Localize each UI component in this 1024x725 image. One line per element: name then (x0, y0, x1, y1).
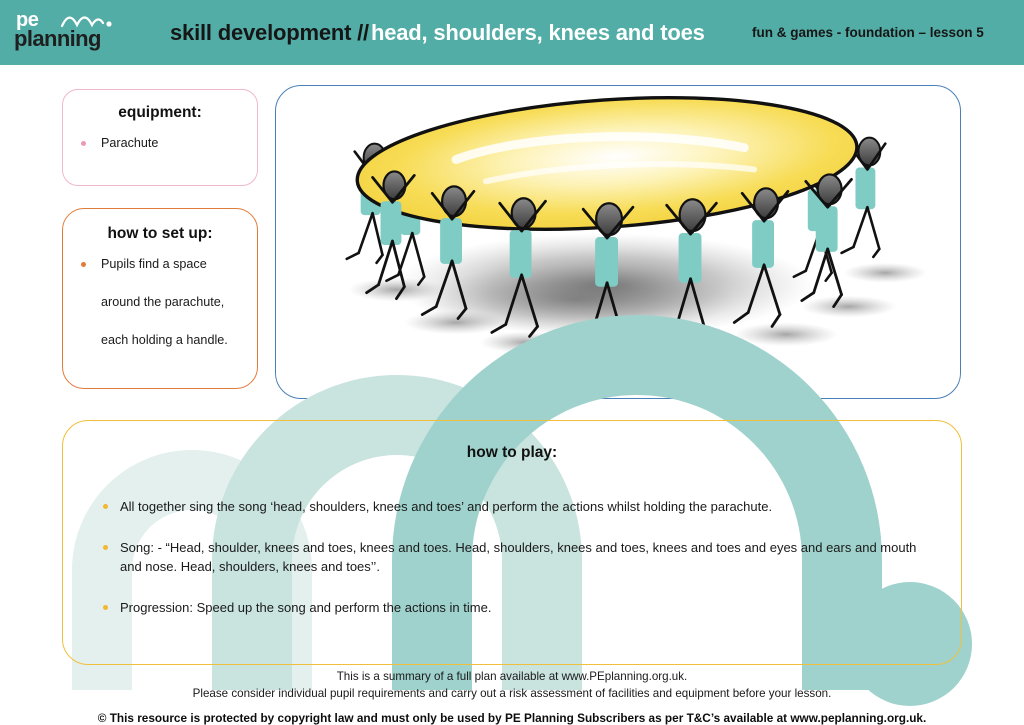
bullet-icon (103, 544, 108, 550)
wave-squiggle-icon (60, 16, 112, 28)
lesson-meta: fun & games - foundation – lesson 5 (752, 25, 984, 40)
peplanning-logo: pe planning (12, 10, 152, 58)
equipment-box: equipment: Parachute (62, 89, 258, 186)
how-to-play-panel (62, 420, 962, 665)
logo-text-pe: pe (16, 9, 39, 31)
logo-text-planning: planning (14, 26, 101, 51)
footer-line-1: This is a summary of a full plan availab… (336, 670, 688, 683)
setup-line-3: each holding a handle. (101, 333, 228, 348)
page-footer: This is a summary of a full plan availab… (0, 668, 1024, 725)
play-item-1: All together sing the song ‘head, should… (120, 499, 773, 514)
play-item-3: Progression: Speed up the song and perfo… (120, 599, 492, 615)
page-title-prefix: skill development // (170, 20, 369, 45)
setup-line-1: Pupils find a space (101, 257, 207, 271)
footer-line-2: Please consider individual pupil require… (192, 687, 832, 701)
illustration-panel (275, 85, 961, 399)
equipment-heading: equipment: (118, 104, 202, 121)
bullet-icon (103, 604, 108, 610)
bullet-icon (103, 504, 108, 509)
page-header: pe planning skill development //head, sh… (0, 0, 1024, 65)
how-to-play-content: how to play: All together sing the song … (62, 420, 962, 665)
equipment-item-label: Parachute (101, 136, 159, 150)
setup-list: Pupils find a space (63, 257, 257, 271)
play-list: All together sing the song ‘head, should… (62, 498, 962, 617)
bullet-icon (81, 262, 86, 267)
how-to-set-up-box: how to set up: Pupils find a space aroun… (62, 208, 258, 389)
list-item: Song: - “Head, shoulder, knees and toes,… (62, 539, 962, 577)
copyright-notice: © This resource is protected by copyrigh… (97, 710, 927, 725)
setup-line-2: around the parachute, (101, 295, 225, 310)
list-item: Progression: Speed up the song and perfo… (62, 599, 962, 618)
setup-heading: how to set up: (107, 225, 213, 242)
list-item: Parachute (63, 136, 257, 150)
play-heading: how to play: (466, 444, 558, 461)
page-title-main: head, shoulders, knees and toes (370, 20, 705, 45)
list-item: Pupils find a space (63, 257, 257, 271)
equipment-list: Parachute (63, 136, 257, 150)
play-item-2: Song: - “Head, shoulder, knees and toes,… (120, 539, 917, 574)
bullet-icon (81, 141, 86, 146)
parachute-illustration (345, 96, 928, 370)
page-title: skill development //head, shoulders, kne… (170, 20, 705, 46)
list-item: All together sing the song ‘head, should… (62, 498, 962, 517)
